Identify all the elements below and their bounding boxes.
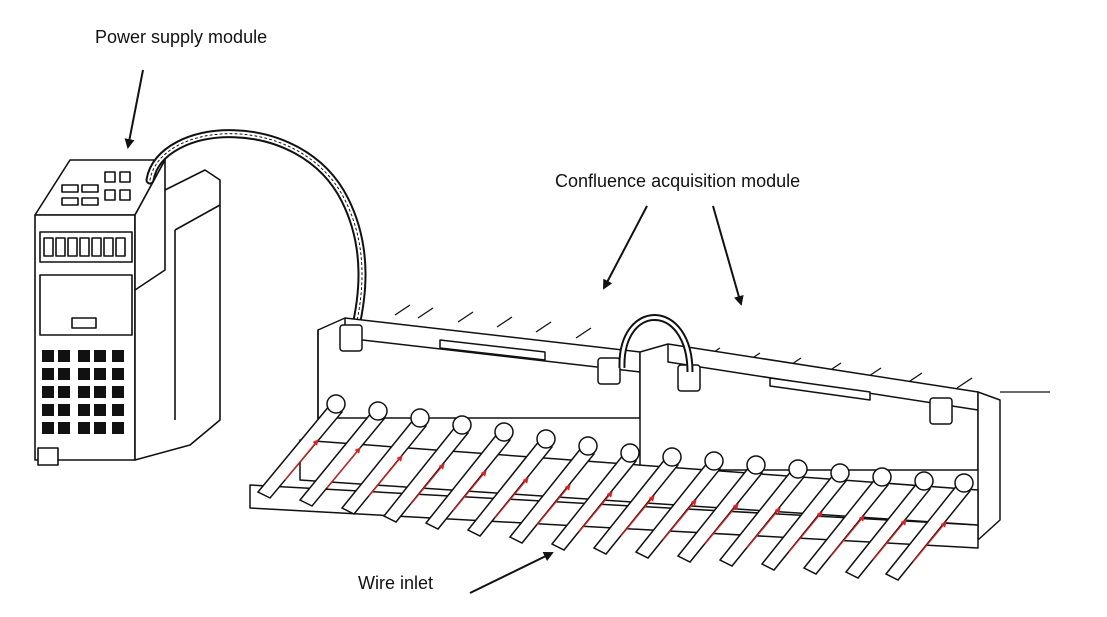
power-supply-label: Power supply module [95, 27, 268, 47]
wire-array [256, 394, 974, 581]
flow-arrows [284, 439, 947, 563]
wire [256, 394, 974, 581]
power-callout-arrow [124, 69, 144, 149]
confluence-module-label: Confluence acquisition module [555, 171, 801, 191]
connection-cable [145, 129, 367, 335]
power-supply-module [34, 159, 221, 466]
confluence-callout-arrow-left [603, 205, 648, 290]
wire-inlet-label: Wire inlet [358, 573, 434, 593]
callout-arrows [124, 69, 744, 594]
confluence-callout-arrow-right [712, 205, 744, 306]
wire-inlet-callout-arrow [469, 552, 554, 594]
